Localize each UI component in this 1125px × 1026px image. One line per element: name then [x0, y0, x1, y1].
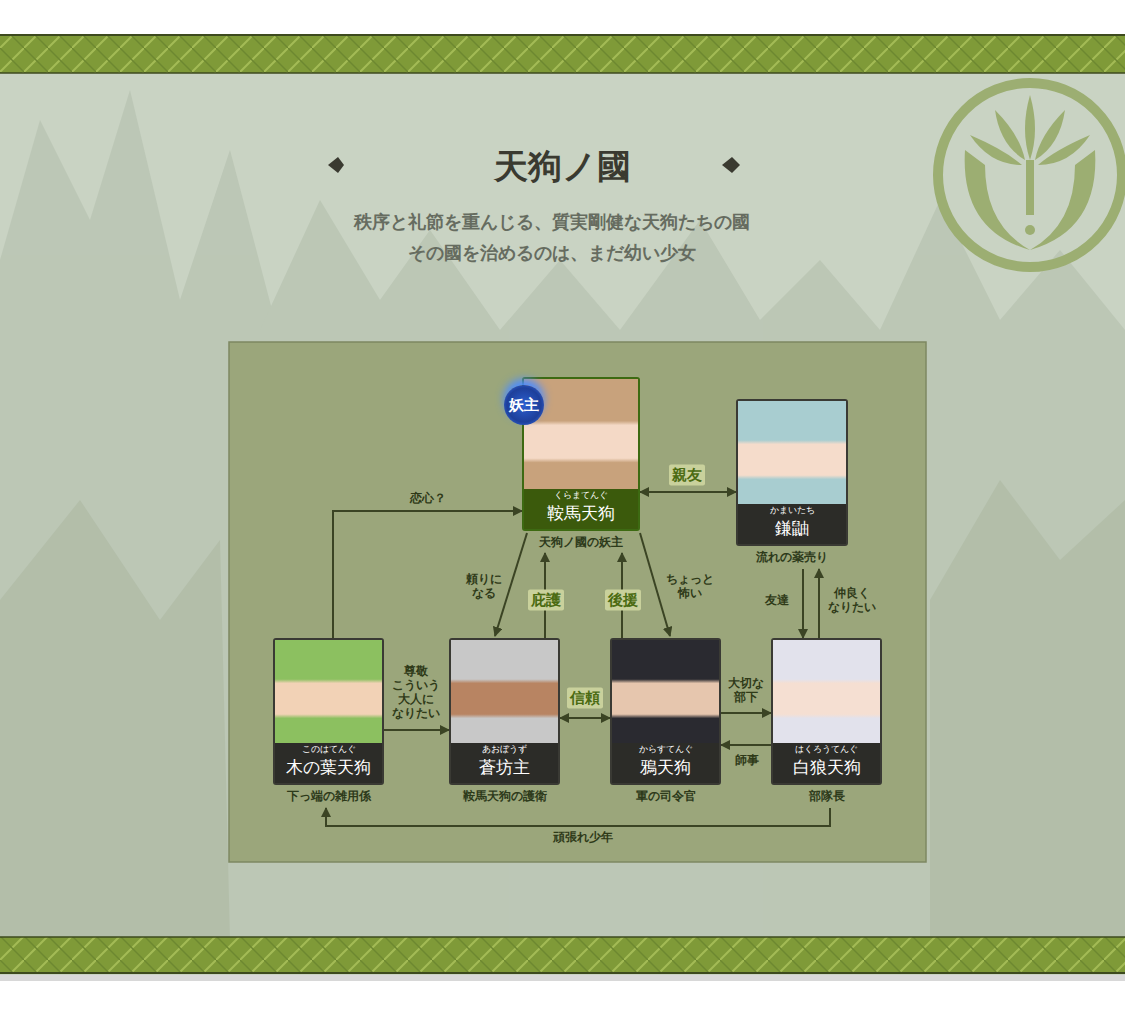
character-name: 蒼坊主 [451, 755, 558, 779]
character-card: あおぼうず蒼坊主 [449, 638, 560, 785]
character-node: くらまてんぐ鞍馬天狗妖主天狗ノ國の妖主 [522, 377, 640, 550]
character-role: 鞍馬天狗の護衛 [419, 788, 590, 804]
relation-label: 頑張れ少年 [553, 830, 613, 844]
relation-label: 師事 [735, 753, 759, 767]
relation-label: 親友 [669, 465, 705, 486]
character-role: 下っ端の雑用係 [243, 788, 414, 804]
name-reading: からすてんぐ [612, 743, 719, 755]
relation-label: ちょっと 怖い [666, 572, 714, 600]
character-role: 天狗ノ國の妖主 [492, 534, 670, 550]
character-name: 鞍馬天狗 [524, 501, 638, 525]
relation-arrow [560, 717, 610, 719]
character-role: 部隊長 [741, 788, 912, 804]
relation-label: 仲良く なりたい [828, 586, 876, 614]
character-portrait [275, 640, 382, 743]
name-reading: あおぼうず [451, 743, 558, 755]
chart-panel [229, 342, 926, 862]
name-reading: かまいたち [738, 504, 846, 516]
character-name: 鎌鼬 [738, 516, 846, 540]
character-node: かまいたち鎌鼬流れの薬売り [736, 399, 848, 565]
character-node: からすてんぐ鴉天狗軍の司令官 [610, 638, 721, 804]
clan-crest [938, 83, 1122, 267]
diagram-title: 天狗ノ國 [0, 142, 1125, 190]
relation-arrow [721, 712, 771, 714]
relation-label: 尊敬 こういう 大人に なりたい [392, 664, 440, 720]
name-band: あおぼうず蒼坊主 [451, 743, 558, 783]
character-node: はくろうてんぐ白狼天狗部隊長 [771, 638, 882, 804]
relation-arrow [640, 533, 670, 636]
name-band: からすてんぐ鴉天狗 [612, 743, 719, 783]
character-role: 流れの薬売り [706, 549, 878, 565]
character-portrait [773, 640, 880, 743]
character-node: このはてんぐ木の葉天狗下っ端の雑用係 [273, 638, 384, 804]
character-portrait [612, 640, 719, 743]
relation-label: 頼りに なる [466, 572, 502, 600]
relation-label: 恋心？ [410, 491, 446, 505]
name-band: かまいたち鎌鼬 [738, 504, 846, 544]
relation-arrow [384, 729, 449, 731]
relation-arrow [721, 744, 771, 746]
name-band: くらまてんぐ鞍馬天狗 [524, 489, 638, 529]
name-reading: はくろうてんぐ [773, 743, 880, 755]
character-card: くらまてんぐ鞍馬天狗妖主 [522, 377, 640, 531]
relation-arrow [640, 491, 736, 493]
relation-label: 庇護 [528, 590, 564, 611]
badge-flame: 妖主 [504, 385, 544, 425]
name-reading: くらまてんぐ [524, 489, 638, 501]
name-band: はくろうてんぐ白狼天狗 [773, 743, 880, 783]
relation-arrow [818, 569, 820, 638]
diagram-caption: 秩序と礼節を重んじる、質実剛健な天狗たちの國 その國を治めるのは、まだ幼い少女 [292, 206, 812, 268]
character-card: このはてんぐ木の葉天狗 [273, 638, 384, 785]
name-reading: このはてんぐ [275, 743, 382, 755]
character-role: 軍の司令官 [580, 788, 751, 804]
relation-label: 大切な 部下 [728, 676, 764, 704]
character-name: 白狼天狗 [773, 755, 880, 779]
character-card: はくろうてんぐ白狼天狗 [771, 638, 882, 785]
character-name: 鴉天狗 [612, 755, 719, 779]
character-portrait [738, 401, 846, 504]
character-node: あおぼうず蒼坊主鞍馬天狗の護衛 [449, 638, 560, 804]
relation-arrow [802, 569, 804, 638]
relation-label: 後援 [605, 590, 641, 611]
character-card: かまいたち鎌鼬 [736, 399, 848, 546]
character-portrait [451, 640, 558, 743]
name-band: このはてんぐ木の葉天狗 [275, 743, 382, 783]
relation-label: 信頼 [567, 688, 603, 709]
character-name: 木の葉天狗 [275, 755, 382, 779]
relation-label: 友達 [765, 593, 789, 607]
mountain-backdrop [0, 90, 1125, 940]
character-card: からすてんぐ鴉天狗 [610, 638, 721, 785]
relation-arrow [326, 808, 830, 826]
relation-arrow [333, 511, 522, 638]
